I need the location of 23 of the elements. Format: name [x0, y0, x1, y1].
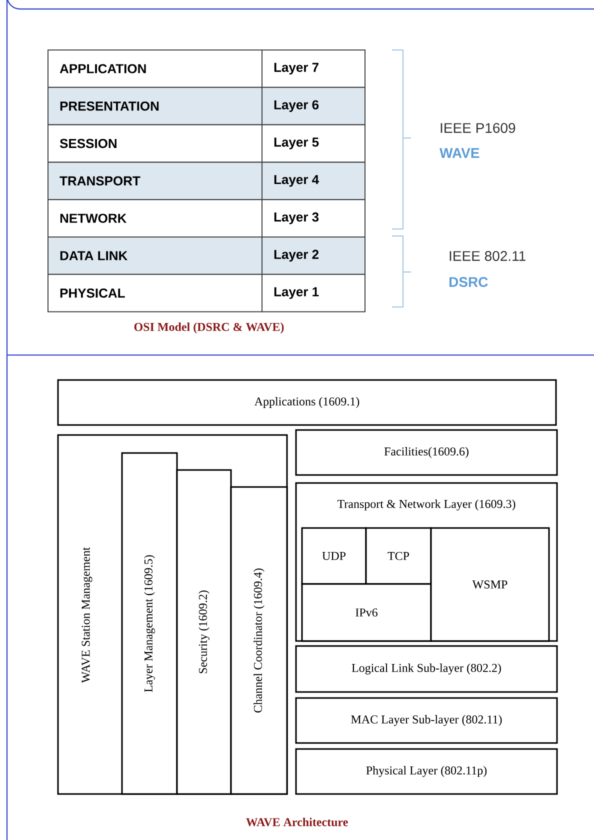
- table-cell: Layer 1: [262, 274, 366, 312]
- layer-box: Applications (1609.1): [57, 379, 557, 426]
- table-cell: Layer 6: [262, 86, 366, 126]
- table-cell: Layer 3: [262, 199, 366, 238]
- management-column: Layer Management (1609.5): [121, 452, 178, 795]
- layer-box: TCP: [365, 527, 432, 585]
- layer-box: MAC Layer Sub-layer (802.11): [295, 697, 558, 744]
- standard-label: WAVE: [440, 148, 480, 158]
- standard-label: IEEE 802.11: [450, 251, 526, 261]
- table-cell: Layer 2: [262, 236, 366, 275]
- table-cell: Layer 5: [262, 124, 366, 163]
- standard-label: IEEE P1609: [440, 123, 516, 133]
- management-column: Channel Coordinator (1609.4): [230, 486, 288, 795]
- management-column: Security (1609.2): [176, 469, 232, 795]
- layer-box: Facilities(1609.6): [295, 429, 558, 476]
- standard-label: DSRC: [449, 277, 488, 287]
- layer-box: Logical Link Sub-layer (802.2): [295, 645, 558, 693]
- table-cell: Layer 7: [262, 50, 366, 88]
- layer-box: Physical Layer (802.11p): [295, 748, 558, 795]
- caption: WAVE Architecture: [246, 818, 348, 826]
- caption: OSI Model (DSRC & WAVE): [134, 322, 284, 334]
- table-cell: Layer 4: [262, 162, 366, 200]
- layer-box: UDP: [301, 527, 367, 585]
